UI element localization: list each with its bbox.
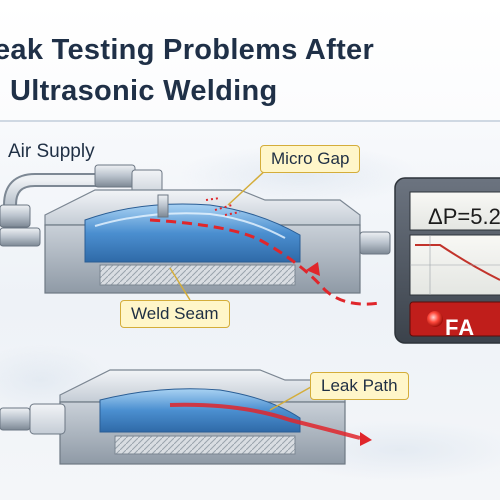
label-air-supply: Air Supply [8,141,95,162]
status-led-icon [427,311,443,327]
air-supply-hose-icon [0,164,163,247]
pressure-readout: ΔP=5.2 [428,204,500,229]
leak-path-arrow-bottom [169,402,372,446]
title-banner: eak Testing Problems After Ultrasonic We… [0,0,500,122]
callout-leak-path: Leak Path [310,372,409,400]
weld-fixture-bottom [0,369,346,465]
page-title-line-1: eak Testing Problems After [0,34,375,66]
callout-weld-seam: Weld Seam [120,300,230,328]
page-title-line-2: Ultrasonic Welding [10,75,278,107]
pressure-gauge-icon [394,177,500,344]
leak-path-arrow-top [149,197,381,306]
callout-micro-gap: Micro Gap [260,145,361,173]
weld-fixture-top [44,189,391,294]
test-status-label: FA [445,315,476,340]
